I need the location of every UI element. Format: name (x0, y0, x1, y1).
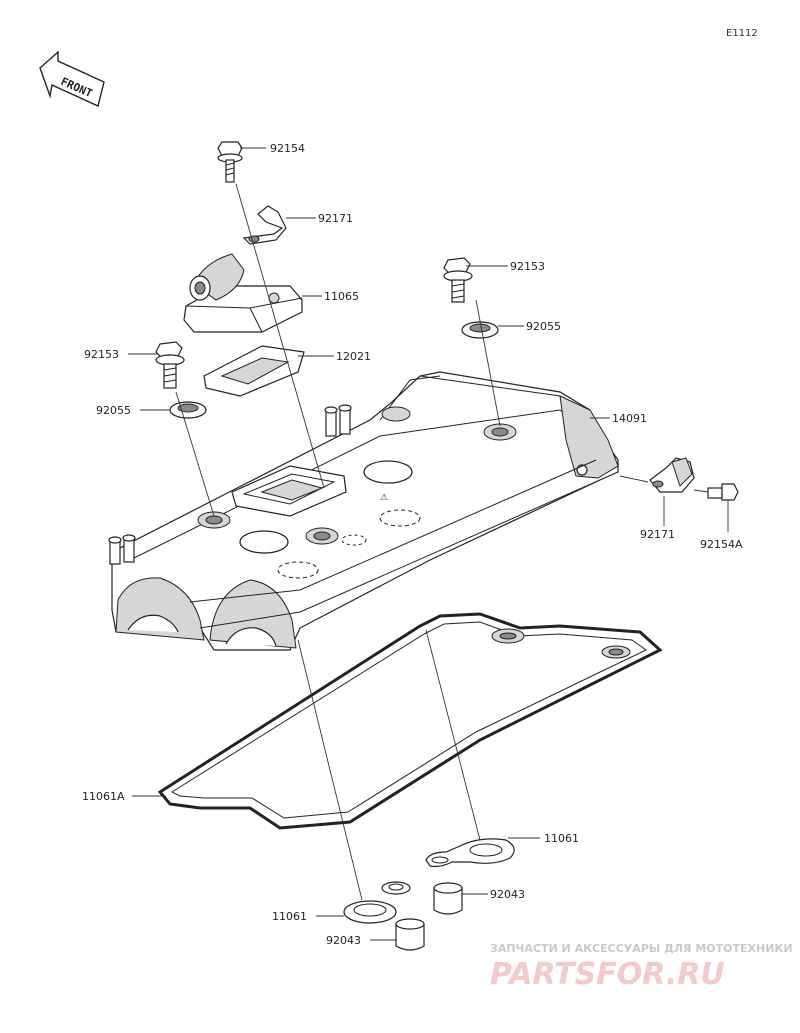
washer-92055-right (461, 321, 499, 339)
bracket-92171-top (242, 205, 287, 245)
breather-cover (183, 253, 303, 333)
washer-92055-left (169, 401, 207, 419)
label-92153-left: 92153 (84, 348, 119, 361)
bolt-92153-left (155, 341, 185, 389)
watermark-brand: PARTSFOR.RU (490, 957, 725, 992)
dowel-92043-right (433, 882, 463, 915)
bracket-92171-side (649, 457, 695, 493)
label-11061A: 11061A (82, 790, 125, 803)
oring-11061-left (343, 881, 411, 924)
leader-lines (128, 147, 729, 941)
label-92154: 92154 (270, 142, 305, 155)
label-92171-side: 92171 (640, 528, 675, 541)
label-92171-top: 92171 (318, 212, 353, 225)
head-cover-gasket (157, 612, 663, 830)
svg-text:⚠: ⚠ (380, 493, 388, 503)
bolt-92153-right (443, 257, 473, 303)
label-92055-right: 92055 (526, 320, 561, 333)
label-92154A: 92154A (700, 538, 743, 551)
assembly-lines (175, 183, 709, 901)
label-92153-right: 92153 (510, 260, 545, 273)
breather-gasket (203, 345, 305, 397)
figure-code: E1112 (726, 28, 758, 39)
oring-11061-right (425, 838, 515, 868)
label-14091: 14091 (612, 412, 647, 425)
label-92043-right: 92043 (490, 888, 525, 901)
label-11065: 11065 (324, 290, 359, 303)
cylinder-head-cover: ⚠ (108, 371, 619, 651)
bolt-92154 (217, 141, 243, 183)
label-12021: 12021 (336, 350, 371, 363)
label-11061-right: 11061 (544, 832, 579, 845)
front-arrow-icon: FRONT (39, 50, 105, 107)
dowel-92043-left (395, 918, 425, 951)
label-92043-left: 92043 (326, 934, 361, 947)
bolt-92154A (707, 483, 739, 501)
label-11061-left: 11061 (272, 910, 307, 923)
label-92055-left: 92055 (96, 404, 131, 417)
watermark-tagline: ЗАПЧАСТИ И АКСЕССУАРЫ ДЛЯ МОТОТЕХНИКИ (490, 942, 793, 955)
